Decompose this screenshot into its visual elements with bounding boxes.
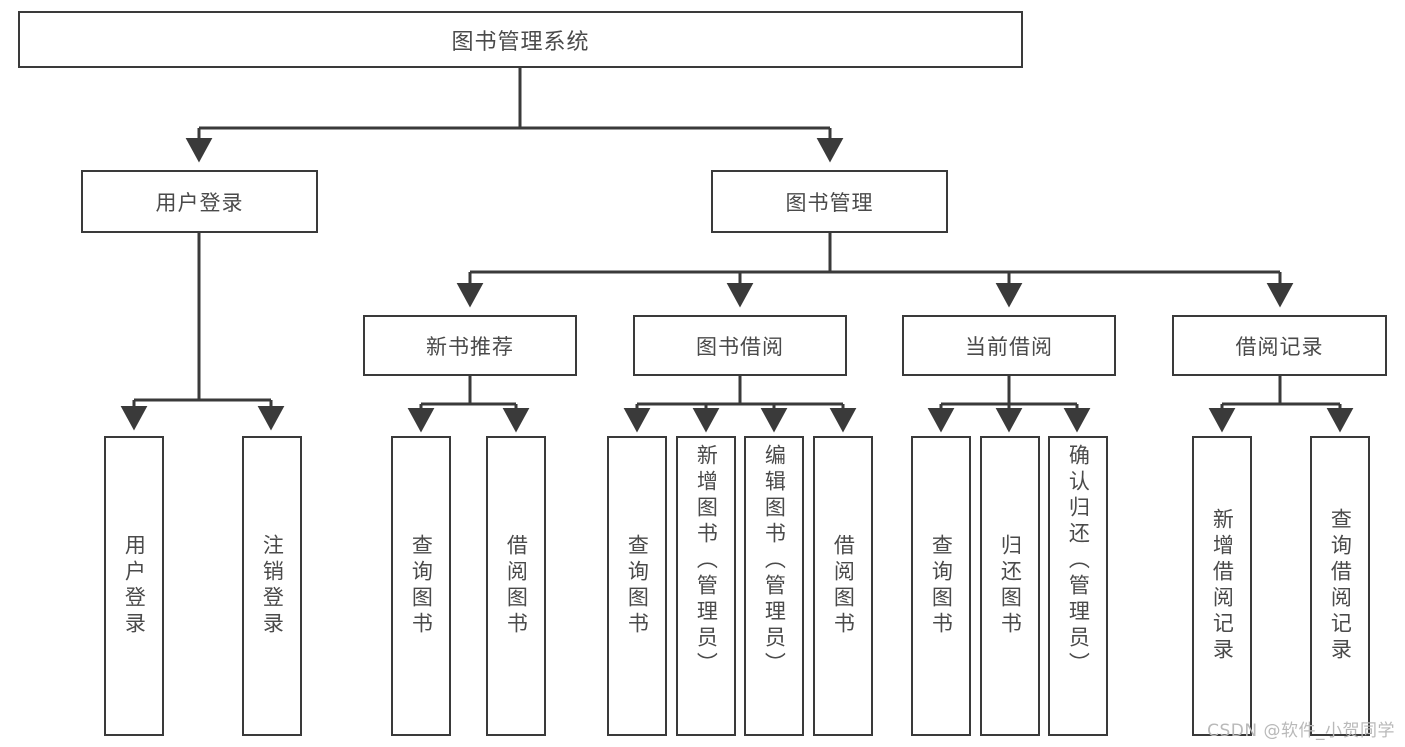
leaf-new-book-borrow[interactable]: 借阅图书 [486, 436, 546, 736]
node-current-borrow[interactable]: 当前借阅 [902, 315, 1116, 376]
leaf-label: 借阅图书 [831, 534, 856, 638]
leaf-label: 查询图书 [409, 534, 434, 638]
node-new-book-recommend[interactable]: 新书推荐 [363, 315, 577, 376]
leaf-borrow-query-book[interactable]: 查询图书 [607, 436, 667, 736]
leaf-label: 查询借阅记录 [1328, 508, 1353, 664]
leaf-label: 归还图书 [998, 534, 1023, 638]
leaf-current-query-book[interactable]: 查询图书 [911, 436, 971, 736]
leaf-current-return-book[interactable]: 归还图书 [980, 436, 1040, 736]
node-label: 借阅记录 [1235, 334, 1324, 359]
leaf-label: 确认归还（管理员） [1066, 444, 1091, 678]
leaf-label: 新增借阅记录 [1210, 508, 1235, 664]
leaf-label: 编辑图书（管理员） [762, 444, 787, 678]
node-label: 图书管理 [785, 190, 874, 215]
leaf-borrow-edit-book-admin[interactable]: 编辑图书（管理员） [744, 436, 804, 736]
leaf-borrow-add-book-admin[interactable]: 新增图书（管理员） [676, 436, 736, 736]
node-label: 图书借阅 [696, 334, 784, 359]
node-label: 图书管理系统 [451, 29, 590, 55]
watermark: CSDN @软件_小贺同学 [1207, 721, 1395, 741]
node-book-borrow[interactable]: 图书借阅 [633, 315, 847, 376]
node-label: 新书推荐 [426, 334, 514, 359]
node-user-login[interactable]: 用户登录 [81, 170, 318, 233]
leaf-borrow-borrow-book[interactable]: 借阅图书 [813, 436, 873, 736]
leaf-label: 注销登录 [260, 534, 285, 638]
leaf-label: 查询图书 [625, 534, 650, 638]
leaf-user-login-login[interactable]: 用户登录 [104, 436, 164, 736]
node-root-system[interactable]: 图书管理系统 [18, 11, 1023, 68]
leaf-record-add-record[interactable]: 新增借阅记录 [1192, 436, 1252, 736]
leaf-label: 查询图书 [929, 534, 954, 638]
node-book-management[interactable]: 图书管理 [711, 170, 948, 233]
node-label: 当前借阅 [965, 334, 1053, 359]
leaf-new-book-query[interactable]: 查询图书 [391, 436, 451, 736]
leaf-label: 新增图书（管理员） [694, 444, 719, 678]
leaf-current-confirm-return-admin[interactable]: 确认归还（管理员） [1048, 436, 1108, 736]
node-label: 用户登录 [155, 190, 244, 215]
leaf-label: 用户登录 [122, 534, 147, 638]
leaf-user-login-logout[interactable]: 注销登录 [242, 436, 302, 736]
leaf-label: 借阅图书 [504, 534, 529, 638]
node-borrow-record[interactable]: 借阅记录 [1172, 315, 1387, 376]
leaf-record-query-record[interactable]: 查询借阅记录 [1310, 436, 1370, 736]
